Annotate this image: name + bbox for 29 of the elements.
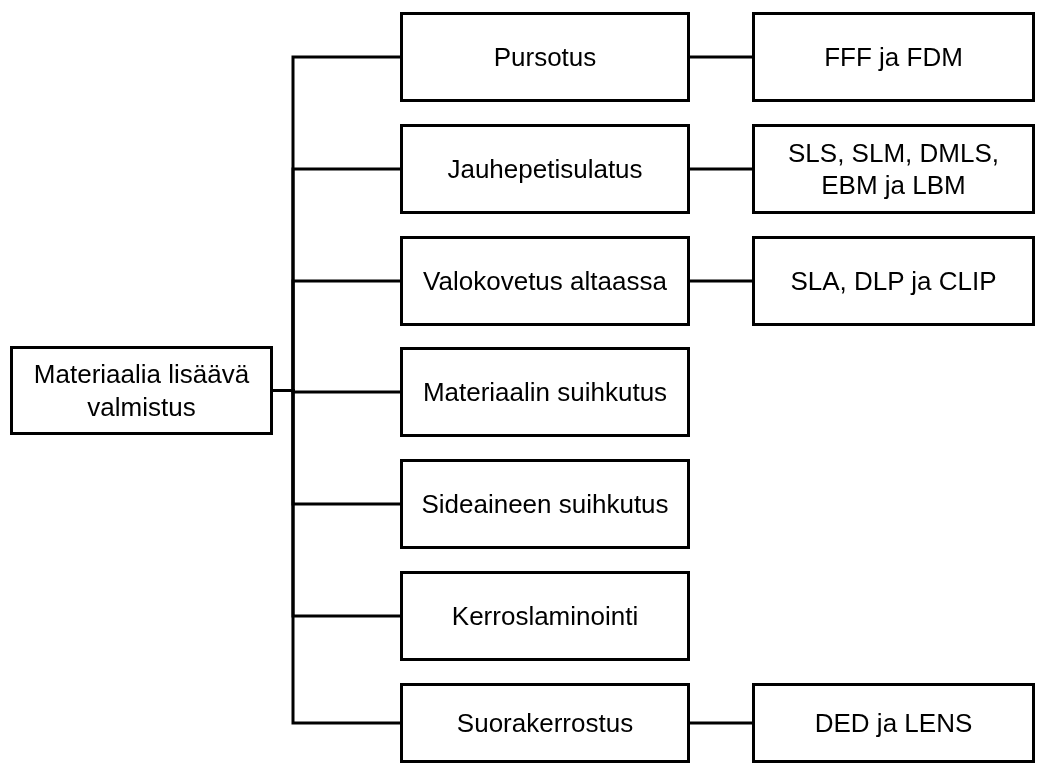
process-box <box>10 346 273 435</box>
connector-line <box>273 389 400 725</box>
process-box <box>400 571 690 661</box>
box-label: Pursotus <box>493 40 597 74</box>
connector-line <box>690 721 752 725</box>
connector-line <box>690 167 752 171</box>
box-label: SLA, DLP ja CLIP <box>790 264 997 298</box>
process-box <box>400 12 690 102</box>
process-box <box>752 12 1035 102</box>
process-box <box>752 124 1035 214</box>
box-label: Sideaineen suihkutus <box>421 487 669 521</box>
box-label: SLS, SLM, DMLS, EBM ja LBM <box>787 136 1000 202</box>
process-box <box>752 683 1035 763</box>
process-box <box>400 459 690 549</box>
box-label: FFF ja FDM <box>824 40 963 74</box>
process-box <box>400 347 690 437</box>
box-label: Materiaalin suihkutus <box>422 375 668 409</box>
connector-line <box>690 55 752 59</box>
connector-line <box>690 279 752 283</box>
box-label: Kerroslaminointi <box>451 599 639 633</box>
box-label: DED ja LENS <box>814 706 973 740</box>
box-label: Suorakerrostus <box>456 706 634 740</box>
process-box <box>400 124 690 214</box>
process-box <box>400 236 690 326</box>
process-box <box>400 683 690 763</box>
box-label: Valokovetus altaassa <box>423 264 667 298</box>
box-label: Materiaalia lisäävä valmistus <box>32 358 251 423</box>
box-label: Jauhepetisulatus <box>447 152 643 186</box>
process-box <box>752 236 1035 326</box>
